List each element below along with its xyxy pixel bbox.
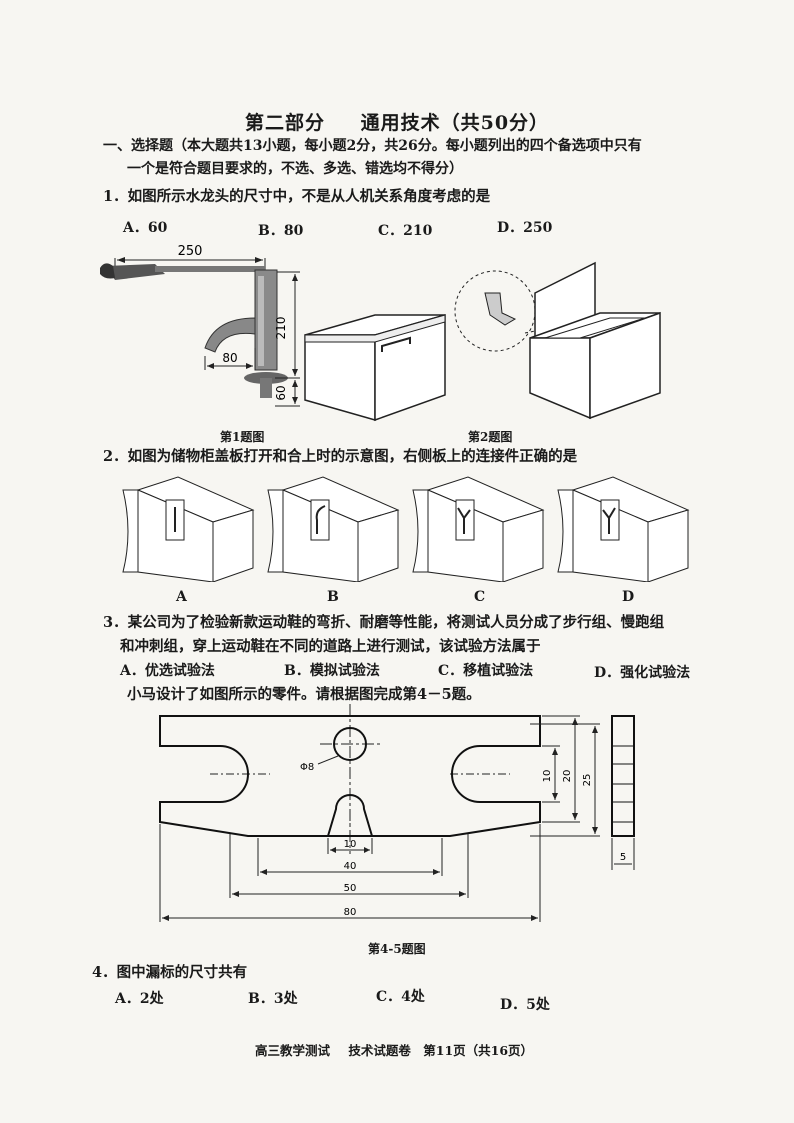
q3-stem: 3．某公司为了检验新款运动鞋的弯折、耐磨等性能，将测试人员分成了步行组、慢跑组 <box>103 614 665 631</box>
fig2-caption: 第2题图 <box>468 430 513 444</box>
footer-exam: 高三教学测试 <box>255 1043 331 1058</box>
q1-option-d: D．250 <box>497 220 553 236</box>
q3-option-b: B．模拟试验法 <box>284 663 380 679</box>
fig-letter-d: D <box>622 589 635 605</box>
dim-210: 210 <box>274 317 288 340</box>
q3-stem-cont: 和冲刺组，穿上运动鞋在不同的道路上进行测试，该试验方法属于 <box>120 638 541 655</box>
connector-options-figure <box>122 476 690 582</box>
footer: 高三教学测试 技术试题卷 第11页（共16页） <box>255 1040 533 1059</box>
q4-option-d: D．5处 <box>500 997 550 1013</box>
q1-option-c: C．210 <box>378 223 433 239</box>
fig1-caption: 第1题图 <box>220 430 265 444</box>
q4-stem: 4．图中漏标的尺寸共有 <box>92 964 248 981</box>
footer-paper: 技术试题卷 <box>348 1043 411 1058</box>
faucet-figure: 250 80 210 60 <box>100 244 300 407</box>
dim-10-h: 10 <box>344 839 357 850</box>
part-label: 第二部分 <box>244 112 325 134</box>
fig45-caption: 第4-5题图 <box>368 942 426 956</box>
footer-page: 第11页（共16页） <box>423 1043 534 1058</box>
dim-50: 50 <box>344 883 357 894</box>
q1-stem: 1．如图所示水龙头的尺寸中，不是从人机关系角度考虑的是 <box>103 188 491 205</box>
q3-option-a: A．优选试验法 <box>120 663 215 679</box>
open-cabinet-figure <box>454 261 661 420</box>
dim-phi8: Φ8 <box>300 762 314 773</box>
dim-10-v: 10 <box>542 770 553 783</box>
q4-option-a: A．2处 <box>115 991 164 1007</box>
dim-60: 60 <box>274 385 288 400</box>
hole <box>333 727 367 761</box>
fig-letter-b: B <box>327 589 339 605</box>
section-heading: 一、选择题（本大题共13小题，每小题2分，共26分。每小题列出的四个备选项中只有 <box>103 138 642 154</box>
side-view <box>611 715 635 837</box>
part-drawing: Φ8 10 20 25 10 40 50 8 <box>159 704 635 922</box>
section-heading-cont: 一个是符合题目要求的，不选、多选、错选均不得分） <box>127 161 463 177</box>
connector-c <box>412 476 545 582</box>
fig-letter-a: A <box>176 589 187 605</box>
intro-q4-5: 小马设计了如图所示的零件。请根据图完成第4－5题。 <box>127 686 481 703</box>
dim-25: 25 <box>582 774 593 787</box>
closed-cabinet-figure <box>304 314 446 422</box>
dim-20: 20 <box>562 770 573 783</box>
fig-letter-c: C <box>474 589 486 605</box>
q4-option-b: B．3处 <box>248 991 298 1007</box>
connector-a <box>122 476 255 582</box>
dim-5: 5 <box>620 852 626 863</box>
part-outline <box>159 715 541 837</box>
dim-40: 40 <box>344 861 357 872</box>
dim-80: 80 <box>222 351 237 365</box>
dim-80: 80 <box>344 907 357 918</box>
dim-250: 250 <box>178 244 203 259</box>
q3-option-d: D．强化试验法 <box>594 665 691 681</box>
q1-option-a: A．60 <box>123 220 168 236</box>
q3-option-c: C．移植试验法 <box>438 663 534 679</box>
faucet-handle <box>105 264 165 280</box>
connector-d <box>557 476 690 582</box>
connector-b <box>267 476 400 582</box>
q2-stem: 2．如图为储物柜盖板打开和合上时的示意图，右侧板上的连接件正确的是 <box>103 448 578 465</box>
subject-label: 通用技术（共50分） <box>360 112 550 134</box>
q4-option-c: C．4处 <box>376 989 425 1005</box>
part-title: 第二部分 通用技术（共50分） <box>0 108 794 135</box>
q1-option-b: B．80 <box>258 223 304 239</box>
